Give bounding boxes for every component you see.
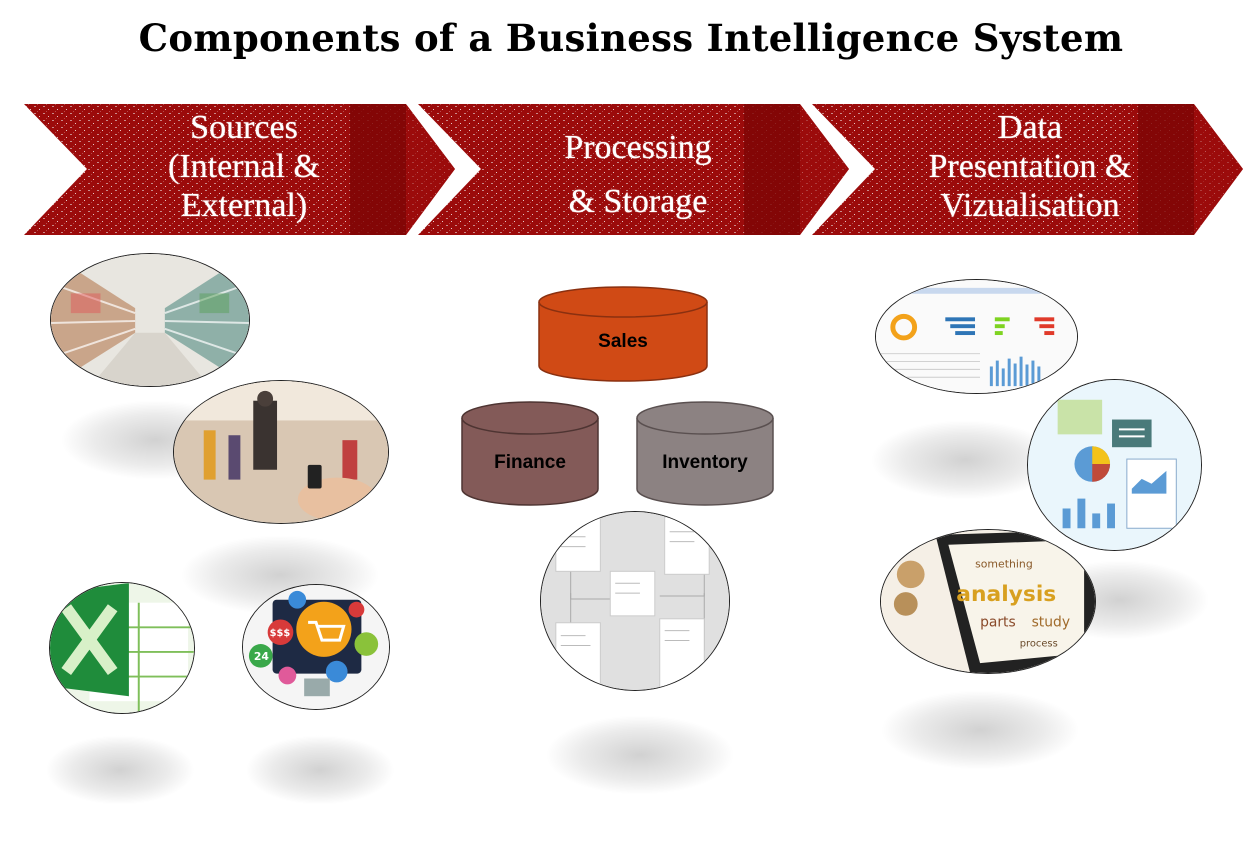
ecommerce-icons-image: $$$ 24 <box>242 584 390 710</box>
supermarket-aisle-image <box>50 253 250 387</box>
stage-sources: Sources (Internal & External) <box>24 104 456 235</box>
database-label: Inventory <box>662 452 748 473</box>
database-label: Sales <box>598 331 648 352</box>
page-title: Components of a Business Intelligence Sy… <box>138 16 1124 60</box>
stage-label-line: (Internal & <box>168 148 320 185</box>
reflection-shadow <box>245 735 395 805</box>
word-cloud-word: analysis <box>956 582 1056 607</box>
shopper-mobile-image <box>173 380 389 524</box>
stage-label-line: Sources <box>190 109 298 146</box>
database-sales: Sales <box>538 286 708 383</box>
database-cylinder-icon <box>461 401 599 506</box>
stage-label-line: Processing <box>564 129 712 166</box>
data-visualization-icons-image <box>1027 379 1202 551</box>
price-icon: $$$ <box>270 628 291 639</box>
reflection-shadow <box>45 735 195 805</box>
word-cloud-word: something <box>975 557 1033 570</box>
database-finance: Finance <box>461 401 599 507</box>
chevron-arrow-icon <box>418 104 849 235</box>
chevron-arrow-icon <box>24 104 455 235</box>
stage-label-line: Data <box>997 109 1063 146</box>
database-cylinder-icon <box>636 401 774 506</box>
stage-label-line: External) <box>180 187 308 224</box>
word-cloud-word: parts <box>980 615 1016 631</box>
24-hours-icon: 24 <box>254 650 270 663</box>
dashboard-screenshot-image <box>875 279 1078 394</box>
database-inventory: Inventory <box>636 401 774 507</box>
stage-label-line: & Storage <box>568 183 708 220</box>
excel-x-icon <box>61 604 118 675</box>
data-model-diagram-image <box>540 511 730 691</box>
reflection-shadow <box>545 715 735 795</box>
excel-logo-image <box>49 582 195 714</box>
word-cloud-word: study <box>1032 615 1070 631</box>
stage-label-line: Vizualisation <box>940 187 1120 224</box>
word-cloud-word: process <box>1020 638 1058 649</box>
reflection-shadow <box>880 690 1080 770</box>
stage-presentation: Data Presentation & Vizualisation <box>812 104 1244 235</box>
stage-label-line: Presentation & <box>928 148 1132 185</box>
analysis-word-cloud-tablet-image: something analysis study parts process <box>880 529 1096 674</box>
stage-processing: Processing & Storage <box>418 104 850 235</box>
database-label: Finance <box>494 452 566 473</box>
database-cylinder-icon <box>538 286 708 382</box>
chevron-arrow-icon <box>812 104 1243 235</box>
